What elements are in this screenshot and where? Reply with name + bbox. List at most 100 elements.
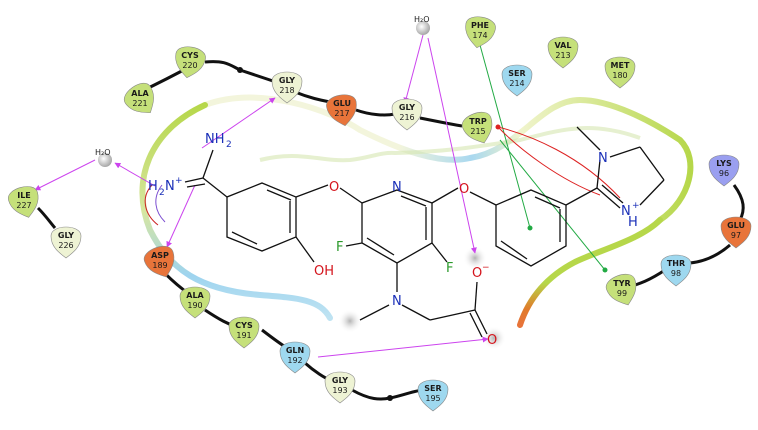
residue-number: 174 — [472, 31, 487, 40]
residue-number: 215 — [470, 127, 485, 136]
water-1-label: H₂O — [414, 15, 430, 24]
water-2-label: H₂O — [95, 148, 111, 157]
residue-name: PHE — [471, 21, 489, 30]
residue-shape — [660, 254, 692, 287]
atom-minus: − — [482, 263, 490, 273]
solvent-exposure — [338, 246, 506, 350]
hbond-arrows — [34, 34, 489, 358]
residue-number: 192 — [287, 356, 302, 365]
residue-name: SER — [508, 69, 525, 78]
residue-number: 98 — [671, 269, 681, 278]
residue-number: 218 — [279, 86, 294, 95]
residue-name: TRP — [469, 117, 487, 126]
residue-name: ASP — [151, 251, 169, 260]
residue-name: ILE — [17, 191, 31, 200]
atom-o-left: O — [329, 180, 339, 195]
atom-nh2-sub: 2 — [226, 140, 232, 150]
residue-number: 214 — [509, 79, 524, 88]
residue-name: GLY — [58, 231, 74, 240]
residue-number: 189 — [152, 261, 167, 270]
residue-shape — [8, 186, 39, 218]
residue-number: 99 — [617, 289, 627, 298]
residue-shape — [501, 64, 533, 97]
atom-o-carbonyl: O — [487, 333, 497, 348]
residue-name: GLN — [286, 346, 304, 355]
residue-number: 195 — [425, 394, 440, 403]
atom-o-minus: O — [472, 266, 482, 281]
residue-number: 226 — [58, 241, 73, 250]
residue-name: VAL — [555, 41, 572, 50]
residue-name: MET — [611, 61, 630, 70]
residue-name: ALA — [131, 89, 149, 98]
residue-shape — [606, 274, 637, 306]
residue-name: ALA — [186, 291, 204, 300]
residue-shape — [417, 379, 449, 412]
residue-name: TYR — [613, 279, 630, 288]
residue-number: 227 — [16, 201, 31, 210]
residue-shape — [708, 154, 740, 187]
atom-n-methyl: N — [598, 151, 608, 166]
residue-shape — [720, 216, 752, 249]
residue-shape — [175, 46, 206, 79]
residue-shape — [465, 16, 496, 49]
atom-h2n-sub: 2 — [159, 188, 165, 198]
residue-name: GLY — [399, 103, 415, 112]
residue-shape — [604, 56, 636, 89]
residue-name: LYS — [716, 159, 732, 168]
atom-h: H — [628, 215, 638, 230]
water-1: H₂O — [414, 15, 430, 35]
residue-name: GLY — [279, 76, 295, 85]
atom-n-plus: N — [165, 179, 175, 194]
residue-number: 193 — [332, 386, 347, 395]
residue-shape — [279, 341, 311, 374]
residue-number: 221 — [132, 99, 147, 108]
residue-shape — [123, 82, 154, 114]
atom-n-amine: N — [392, 294, 402, 309]
residue-name: GLU — [727, 221, 745, 230]
atom-n-h: N — [621, 204, 631, 219]
residue-shape — [547, 36, 579, 69]
atom-oh: OH — [314, 264, 334, 279]
residue-shape — [179, 286, 211, 319]
atom-f-left: F — [336, 240, 343, 255]
residue-shape — [144, 246, 175, 278]
atom-f-right: F — [446, 261, 453, 276]
residue-number: 97 — [731, 231, 741, 240]
residue-number: 213 — [555, 51, 570, 60]
residue-shape — [324, 371, 356, 404]
atom-n-pyridine: N — [392, 180, 402, 195]
atom-n-h-plus: + — [632, 201, 640, 211]
residue-name: SER — [424, 384, 441, 393]
residue-shape — [326, 94, 357, 127]
atom-nh2: NH — [205, 132, 225, 147]
residue-name: CYS — [235, 321, 253, 330]
residue-number: 220 — [182, 61, 197, 70]
residue-shape — [462, 112, 493, 144]
residue-name: THR — [667, 259, 685, 268]
residue-name: CYS — [181, 51, 199, 60]
residue-shape — [391, 98, 423, 131]
salt-bridge — [144, 184, 159, 226]
residue-name: GLU — [333, 99, 351, 108]
residue-number: 216 — [399, 113, 414, 122]
ligand-bonds — [184, 126, 665, 338]
